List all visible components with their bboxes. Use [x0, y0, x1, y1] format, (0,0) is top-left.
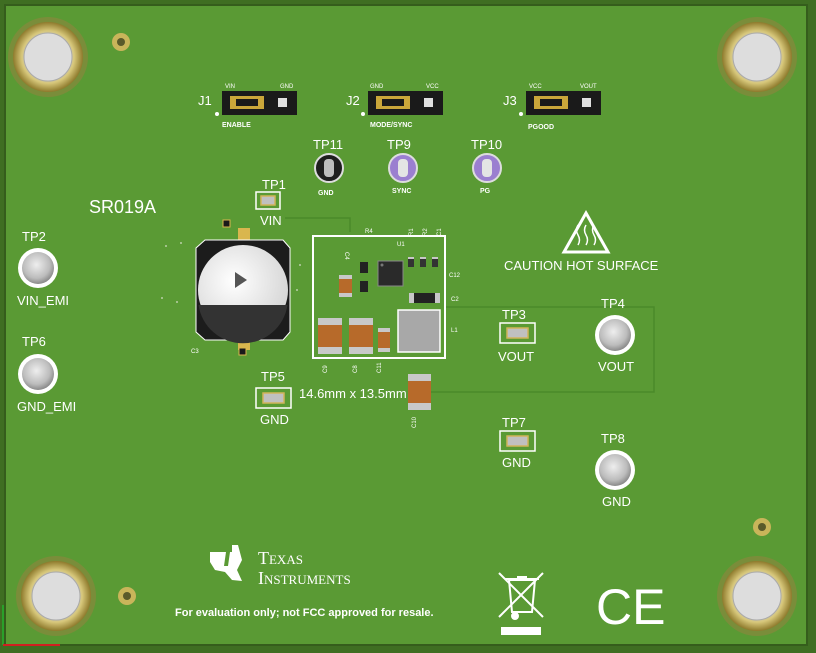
test-point-net: GND [318, 190, 334, 197]
component-ref: R4 [365, 229, 373, 235]
ce-mark: CE [596, 579, 665, 635]
test-point-tp1[interactable]: TP1 VIN [255, 177, 286, 228]
test-point-tp5[interactable]: TP5 GND [255, 369, 292, 427]
fiducial-top [112, 33, 130, 51]
test-point-ref: TP6 [22, 334, 46, 349]
capacitor-c3: C3 [191, 219, 291, 356]
test-point-net: GND [502, 455, 531, 470]
jumper-function: ENABLE [222, 122, 251, 129]
fiducial-bottom [118, 587, 136, 605]
board-part-number: SR019A [89, 197, 156, 217]
silk-dots [161, 242, 301, 303]
test-point-net: VOUT [598, 359, 634, 374]
fiducial-right [753, 518, 771, 536]
component-ref: R2 [423, 228, 429, 236]
jumper-left-pin: VIN [225, 84, 235, 90]
component-ref: C11 [377, 362, 383, 373]
test-point-tp4[interactable]: TP4 VOUT [595, 296, 635, 374]
jumper-j2[interactable]: J2 GND VCC MODE/SYNC [346, 84, 443, 129]
test-point-ref: TP10 [471, 137, 502, 152]
component-ref: C3 [191, 349, 199, 355]
jumper-left-pin: VCC [529, 84, 542, 90]
test-point-net: GND_EMI [17, 399, 76, 414]
test-point-net: VIN [260, 213, 282, 228]
test-point-ref: TP5 [261, 369, 285, 384]
jumper-j3[interactable]: J3 VCC VOUT PGOOD [503, 84, 601, 131]
test-point-tp3[interactable]: TP3 VOUT [498, 307, 536, 364]
jumper-right-pin: VCC [426, 84, 439, 90]
texas-instruments-logo: Texas Instruments [210, 545, 351, 588]
jumper-function: PGOOD [528, 124, 554, 131]
logo-line1: Texas [258, 548, 303, 568]
caution-text: CAUTION HOT SURFACE [504, 258, 659, 273]
test-point-net: VIN_EMI [17, 293, 69, 308]
copper-traces [285, 217, 655, 393]
test-point-tp10[interactable]: TP10 PG [471, 137, 502, 195]
power-stage-area: R4 U1 R1 R2 C1 C4 C12 C2 L1 C9 C8 C11 [312, 228, 461, 373]
capacitor-c10: C10 [408, 374, 431, 428]
disclaimer-text: For evaluation only; not FCC approved fo… [175, 607, 434, 619]
test-point-tp7[interactable]: TP7 GND [499, 415, 536, 470]
test-point-tp9[interactable]: TP9 SYNC [387, 137, 418, 195]
component-ref: C10 [412, 416, 418, 428]
jumper-left-pin: GND [370, 84, 384, 90]
test-point-net: PG [480, 188, 491, 195]
component-ref: C12 [449, 273, 461, 279]
component-ref: C2 [451, 297, 459, 303]
jumper-j1[interactable]: J1 VIN GND ENABLE [198, 84, 297, 129]
dimension-label: 14.6mm x 13.5mm [299, 386, 407, 401]
mounting-hole-top-right [717, 17, 797, 97]
test-point-ref: TP7 [502, 415, 526, 430]
jumper-ref: J2 [346, 93, 360, 108]
test-point-tp8[interactable]: TP8 GND [595, 431, 635, 509]
test-point-tp6[interactable]: TP6 GND_EMI [17, 334, 76, 414]
test-point-net: SYNC [392, 188, 411, 195]
jumper-function: MODE/SYNC [370, 122, 412, 129]
component-ref: C9 [323, 365, 329, 373]
component-ref: C4 [343, 252, 349, 260]
mounting-hole-bottom-right [717, 556, 797, 636]
test-point-ref: TP8 [601, 431, 625, 446]
jumper-ref: J3 [503, 93, 517, 108]
mounting-hole-bottom-left [16, 556, 96, 636]
component-ref: C8 [353, 365, 359, 373]
caution-hot-surface: CAUTION HOT SURFACE [504, 209, 659, 273]
test-point-tp11[interactable]: TP11 GND [313, 137, 344, 197]
mounting-hole-top-left [8, 17, 88, 97]
test-point-ref: TP11 [313, 137, 343, 152]
test-point-net: GND [260, 412, 289, 427]
component-ref: R1 [409, 228, 415, 236]
test-point-tp2[interactable]: TP2 VIN_EMI [17, 229, 69, 308]
test-point-ref: TP4 [601, 296, 625, 311]
test-point-net: VOUT [498, 349, 534, 364]
test-point-ref: TP1 [262, 177, 286, 192]
jumper-right-pin: VOUT [580, 84, 597, 90]
logo-line2: Instruments [258, 568, 351, 588]
test-point-ref: TP2 [22, 229, 46, 244]
jumper-ref: J1 [198, 93, 212, 108]
test-point-ref: TP3 [502, 307, 526, 322]
weee-bin-icon [498, 572, 544, 635]
component-ref: L1 [451, 328, 458, 334]
test-point-net: GND [602, 494, 631, 509]
jumper-right-pin: GND [280, 84, 294, 90]
test-point-ref: TP9 [387, 137, 411, 152]
component-ref: U1 [397, 242, 405, 248]
axis-indicator [2, 605, 60, 646]
component-ref: C1 [437, 228, 443, 236]
